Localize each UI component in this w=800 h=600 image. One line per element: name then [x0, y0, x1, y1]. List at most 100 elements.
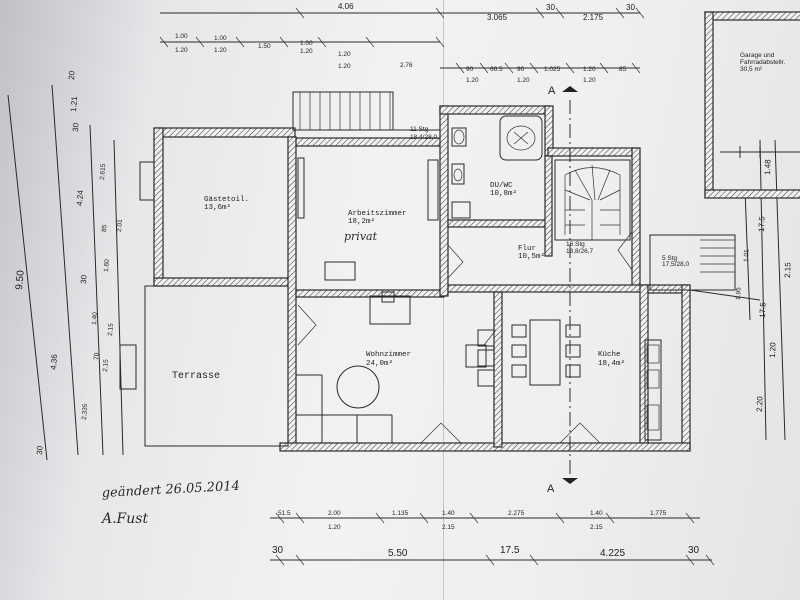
top-dimensions: 4.06 3.065 30 2.175 30 1.00 1.00 1.20 1.…: [159, 2, 645, 84]
dim-r3-u1: 90: [466, 66, 474, 73]
dim-left-outer: 9.50: [14, 269, 27, 290]
dim-right-8: 1.95: [735, 287, 742, 300]
garage-name: Garage und: [740, 52, 775, 59]
dim-bottom-u5: 2.275: [508, 510, 525, 517]
dim-left-c3-5: 70: [93, 352, 101, 360]
dim-right-6: 2.20: [755, 396, 765, 412]
room-study-name: Arbeitszimmer: [348, 210, 407, 218]
interior-stair: [554, 159, 631, 241]
dim-top-3: 30: [546, 3, 555, 12]
terrace-step: [119, 344, 137, 390]
dim-top-4: 2.175: [583, 13, 604, 22]
dim-top-1: 4.06: [338, 2, 354, 11]
room-terrace-name: Terrasse: [172, 371, 220, 382]
dim-r3-u6: 85: [619, 66, 627, 73]
dim-bottom-l3: 2.15: [590, 524, 603, 531]
dim-bottom-r2-4: 4.225: [600, 548, 625, 559]
section-line-a: [562, 86, 578, 484]
bottom-dimensions: 51.5 2.00 1.135 1.40 2.275 1.40 1.775 1.…: [270, 510, 715, 566]
dim-r2-lb1: 1.20: [214, 47, 227, 54]
dim-right-5: 1.20: [768, 342, 778, 358]
dim-top-5: 30: [626, 3, 635, 12]
exterior-stair-top: [292, 91, 440, 131]
room-kitchen-name: Küche: [598, 351, 621, 359]
dim-r2-u1: 1.00: [175, 33, 188, 40]
dim-left-c2-2: 1.21: [69, 95, 79, 112]
stair-right-ratio: 17,5/28,0: [662, 261, 689, 268]
section-mark-top: A: [548, 85, 556, 97]
handwritten-change-note: geändert 26.05.2014: [101, 479, 240, 501]
dim-r2-l3: 1.00: [300, 40, 313, 47]
dim-right-4: 17.5: [758, 302, 768, 318]
dim-bottom-u4: 1.40: [442, 510, 455, 517]
dim-r2-lb2: 1.20: [338, 63, 351, 70]
room-study-area: 18,2m²: [348, 217, 375, 226]
room-bath-name: DU/WC: [490, 182, 513, 190]
door-swings: [297, 231, 633, 444]
dim-left-c2-5: 30: [79, 274, 89, 284]
dim-r3-u3: 90: [517, 66, 525, 73]
dim-left-c4-1: 2.01: [116, 219, 124, 232]
dim-left-c3-1: 2.615: [99, 163, 107, 180]
room-hall-name: Flur: [518, 245, 536, 253]
stair-top-steps: 11 Stg: [410, 126, 429, 133]
dim-left-c2-3: 30: [71, 122, 81, 132]
dim-bottom-r2-2: 5.50: [388, 548, 408, 559]
dim-left-c3-2: 85: [101, 224, 109, 232]
exterior-stair-right: [649, 234, 761, 301]
dim-bottom-r2-5: 30: [688, 545, 700, 556]
stair-hall-ratio: 18,8/26,7: [566, 248, 593, 255]
dim-r3-u5: 1.20: [583, 66, 596, 73]
terrace-area: [144, 285, 289, 447]
dim-r3-l3: 1.20: [583, 77, 596, 84]
guest-window-niche: [139, 161, 155, 201]
room-guest-area: 13,6m²: [204, 203, 231, 212]
dim-left-c2-1: 20: [67, 70, 77, 80]
dim-bottom-u1: 51.5: [278, 510, 291, 517]
paper-fold-line: [443, 0, 444, 600]
dim-left-c2-7: 30: [35, 445, 45, 455]
stair-top-ratio: 18,4/28,0: [410, 134, 437, 141]
dim-bottom-u6: 1.40: [590, 510, 603, 517]
dim-r2-l1: 1.20: [175, 47, 188, 54]
dim-left-c4-2: 2.15: [107, 323, 115, 336]
dim-left-c3-3: 1.60: [103, 259, 111, 272]
dim-r3-l1: 1.20: [466, 77, 479, 84]
dim-r3-u4: 1.025: [544, 66, 561, 73]
dim-r2-u4: 1.20: [338, 51, 351, 58]
dim-r2-u3: 1.20: [300, 48, 313, 55]
dim-left-c2-4: 4.24: [75, 189, 85, 206]
right-dimensions: 1.48 17.5 2.15 17.5 1.20 2.20 1.01 1.95: [735, 139, 793, 441]
room-guest-name: Gästetoil.: [204, 196, 249, 204]
room-living-area: 24,0m²: [366, 359, 393, 368]
stair-hall-steps: 16 Stg: [566, 241, 585, 248]
dim-bottom-u2: 2.00: [328, 510, 341, 517]
dim-right-1: 1.48: [763, 159, 773, 175]
dim-right-7: 1.01: [743, 249, 750, 262]
dim-r2-l4: 2.76: [400, 62, 413, 69]
stair-right-steps: 5 Stg: [662, 255, 678, 262]
dim-top-2: 3.065: [487, 13, 508, 22]
left-dimensions: 9.50 20 1.21 30 4.24 30 4.36 30 2.615 85…: [7, 70, 124, 461]
bathroom-fixtures: [451, 115, 543, 219]
dim-right-2: 17.5: [757, 216, 767, 232]
dim-r2-l2: 1.50: [258, 43, 271, 50]
dim-bottom-u3: 1.135: [392, 510, 409, 517]
dim-r3-u2: 66.5: [490, 66, 503, 73]
dim-right-3: 2.15: [783, 262, 793, 278]
handwritten-signature: A.Fust: [100, 511, 148, 527]
section-mark-bottom: A: [547, 483, 555, 495]
garage-area: 30,5 m²: [740, 66, 763, 73]
dim-bottom-u7: 1.775: [650, 510, 667, 517]
walls: [153, 105, 691, 452]
living-fixtures: [296, 291, 495, 443]
dim-bottom-l1: 1.20: [328, 524, 341, 531]
dim-left-c4-3: 2.15: [102, 359, 110, 372]
garage-name-2: Fahrradabstellr.: [740, 59, 785, 66]
room-study-note: privat: [344, 230, 378, 243]
dim-bottom-l2: 2.15: [442, 524, 455, 531]
dim-left-c2-6: 4.36: [49, 353, 59, 370]
room-hall-area: 10,5m²: [518, 252, 545, 261]
garage-block: [704, 11, 800, 199]
